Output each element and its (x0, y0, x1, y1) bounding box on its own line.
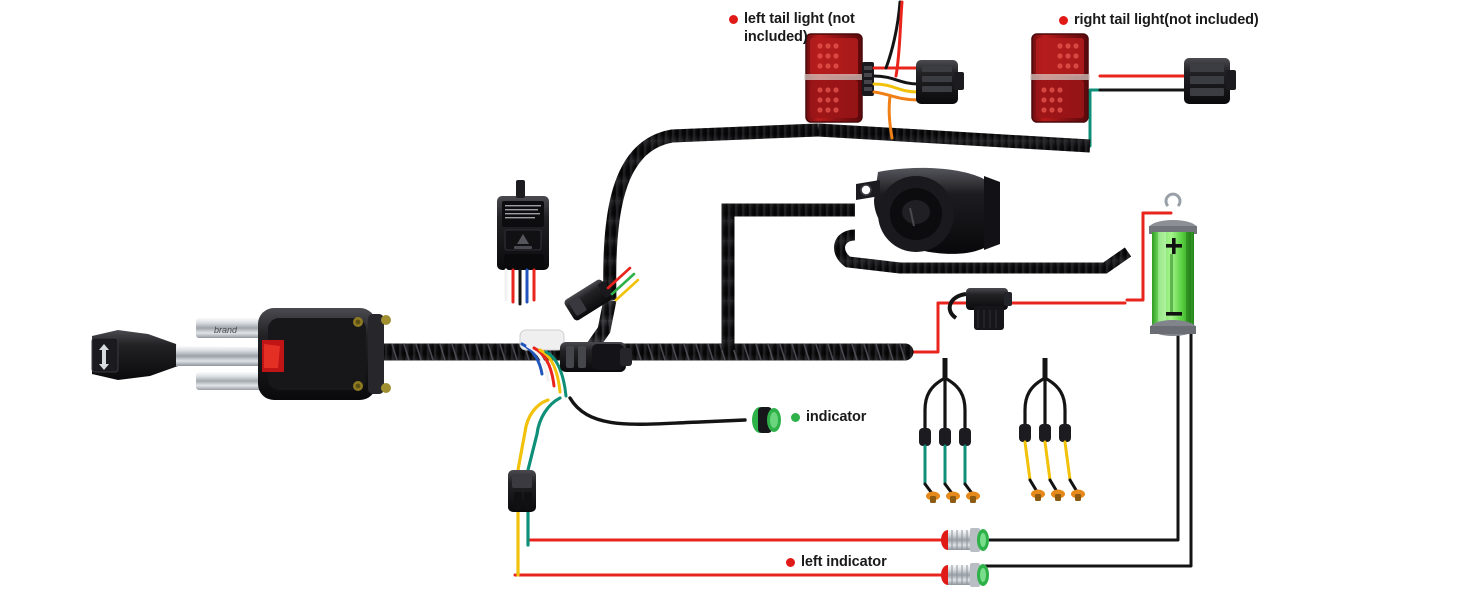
switch-arrow-icons (99, 344, 109, 370)
flasher-relay-module (497, 180, 549, 306)
wire-yellow-lower (516, 398, 550, 472)
label-indicator-text: indicator (806, 409, 867, 425)
label-right-tail-light: right tail light(not included) (1059, 12, 1299, 30)
label-left-indicator: left indicator (786, 554, 887, 572)
bullet-branch-right (1019, 376, 1085, 501)
battery-polarity-marks (1166, 238, 1182, 316)
relay-printed-text (505, 205, 541, 219)
bullet-connector-branches (919, 376, 1085, 503)
wire-black-indicator-branch (568, 396, 747, 426)
label-left-tail-light: left tail light (not included) (729, 11, 879, 46)
battery (1149, 192, 1197, 336)
snail-horn (856, 167, 1000, 254)
bullet-dot-icon (1059, 16, 1068, 25)
bullet-branch-left (919, 376, 980, 503)
label-right-tail-light-text: right tail light(not included) (1074, 12, 1259, 28)
svg-text:brand: brand (214, 325, 238, 335)
wire-teal-lower (526, 396, 562, 472)
wire-black-neg-inner (983, 328, 1180, 542)
indicator-led-green (752, 407, 781, 433)
inline-fuse-holder (947, 288, 1012, 330)
turn-signal-switch-assembly: brand (91, 308, 391, 400)
bullet-dot-icon (786, 558, 795, 567)
lower-two-pin-connector (508, 470, 536, 512)
bullet-terminal (1031, 489, 1085, 501)
main-breakout-connector (519, 329, 632, 398)
bullet-dot-icon (791, 413, 800, 422)
wire-black-neg-outer (983, 328, 1193, 568)
right-tail-light (1030, 33, 1236, 123)
wire-teal-right-tail (1088, 88, 1112, 148)
label-left-indicator-text: left indicator (801, 554, 887, 570)
left-tail-light (804, 0, 964, 140)
left-indicator-led (941, 528, 989, 552)
bullet-terminal (926, 491, 980, 503)
harness-loom-trunk (371, 123, 1132, 378)
relay-inline-connector (564, 266, 640, 321)
right-indicator-led (941, 563, 989, 587)
label-left-tail-light-text: left tail light (not included) (744, 11, 855, 45)
label-indicator: indicator (791, 409, 866, 427)
wire-red-battery-down (1125, 211, 1145, 302)
bullet-dot-icon (729, 15, 738, 24)
wire-run-group (513, 74, 1193, 577)
